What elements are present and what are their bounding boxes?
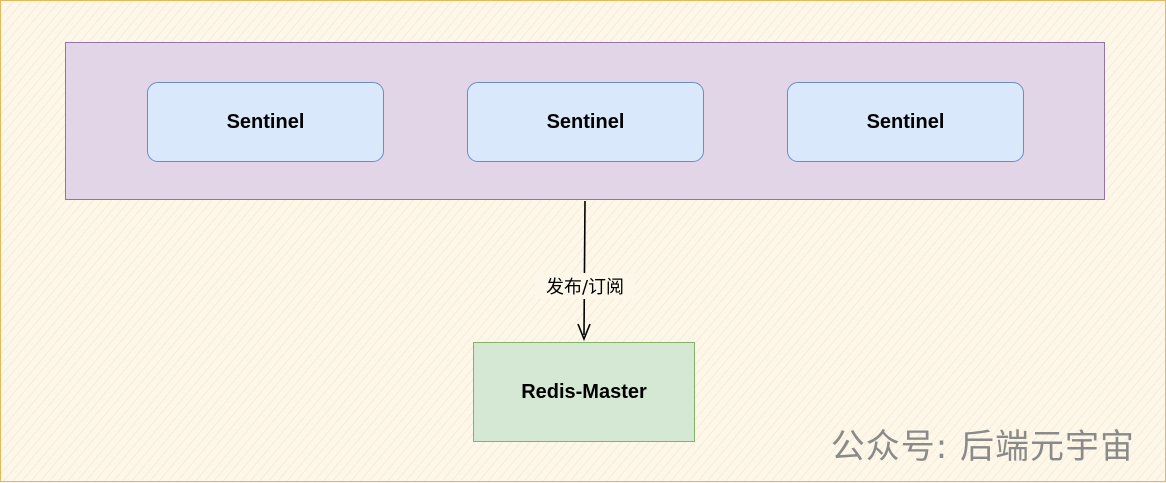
redis-master-node[interactable]: Redis-Master — [473, 342, 695, 442]
sentinel-node-3[interactable]: Sentinel — [787, 82, 1024, 162]
redis-master-label: Redis-Master — [521, 380, 647, 403]
sentinel-node-2-label: Sentinel — [546, 110, 625, 133]
watermark-text: 公众号: 后端元宇宙 — [830, 427, 1135, 467]
sentinel-node-1[interactable]: Sentinel — [147, 82, 384, 162]
sentinel-node-3-label: Sentinel — [866, 110, 945, 133]
sentinel-node-1-label: Sentinel — [226, 110, 305, 133]
pubsub-edge-line — [583, 200, 586, 336]
sentinel-node-2[interactable]: Sentinel — [467, 82, 704, 162]
pubsub-edge-label: 发布/订阅 — [535, 273, 635, 299]
arrowhead-icon — [577, 323, 591, 342]
